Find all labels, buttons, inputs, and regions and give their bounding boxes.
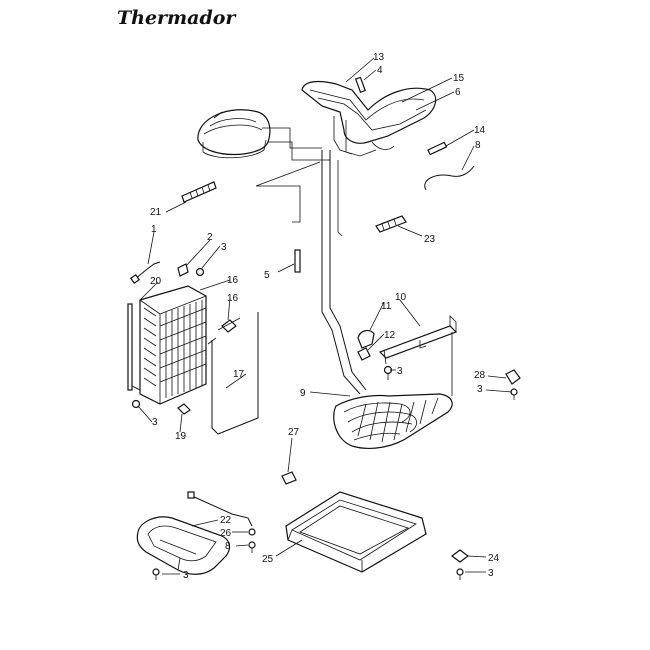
- callout-13: 13: [373, 52, 385, 63]
- callout-3-tray: 3: [183, 570, 189, 581]
- callout-9: 9: [300, 388, 306, 399]
- bracket-part-10: [378, 315, 458, 396]
- tubing-assembly: [301, 80, 437, 157]
- clip-part-2: [177, 263, 189, 277]
- compressor: [197, 109, 271, 159]
- screw-part-3f: [456, 568, 464, 580]
- callout-6: 6: [455, 87, 461, 98]
- screw-part-21: [181, 181, 217, 203]
- screw-part-3d: [510, 388, 518, 400]
- pin-part-4: [354, 76, 366, 94]
- callout-10: 10: [395, 292, 407, 303]
- rod-part-14: [427, 141, 448, 156]
- drain-pan-part-25: [285, 491, 427, 573]
- callout-3-top: 3: [221, 242, 227, 253]
- sensor-part-1: [133, 261, 161, 281]
- pin-part-5: [294, 249, 301, 273]
- defrost-heater-part-17: [211, 312, 259, 435]
- callout-23: 23: [424, 234, 436, 245]
- clip-part-12: [357, 347, 371, 361]
- drain-tray-part-22: [136, 516, 231, 575]
- leader-lines: [137, 57, 513, 575]
- callout-26: 26: [220, 528, 232, 539]
- block-part-27: [281, 471, 297, 485]
- callout-3-right: 3: [477, 384, 483, 395]
- screw-part-3b: [131, 399, 141, 409]
- callout-8-top: 8: [475, 140, 481, 151]
- brand-logo: Thermador: [117, 7, 237, 29]
- callout-1: 1: [151, 224, 157, 235]
- capillary-line-right: [329, 150, 367, 391]
- refrigerant-line: [255, 127, 330, 223]
- screw-part-8: [248, 541, 256, 553]
- callout-11: 11: [381, 301, 392, 312]
- callout-27: 27: [288, 427, 300, 438]
- callout-4: 4: [377, 65, 383, 76]
- callout-21: 21: [150, 207, 162, 218]
- callout-28: 28: [474, 370, 486, 381]
- callout-8-bottom: 8: [225, 541, 231, 552]
- clip-part-19: [177, 403, 191, 415]
- capillary-line-left: [321, 150, 361, 395]
- callout-16-lower: 16: [227, 293, 239, 304]
- callout-25: 25: [262, 554, 274, 565]
- clip-part-28: [505, 369, 521, 385]
- callout-20: 20: [150, 276, 162, 287]
- evaporator-coil: [127, 285, 207, 405]
- callout-3-left: 3: [152, 417, 158, 428]
- bracket-part-23: [375, 215, 407, 233]
- drain-heater-part-9: [333, 393, 453, 449]
- callout-19: 19: [175, 431, 187, 442]
- callout-24: 24: [488, 553, 500, 564]
- callout-22: 22: [220, 515, 232, 526]
- clip-part-11: [357, 329, 375, 349]
- callout-3-bracket: 3: [397, 366, 403, 377]
- callout-15: 15: [453, 73, 465, 84]
- callout-16-upper: 16: [227, 275, 239, 286]
- tray-wire: [191, 495, 253, 527]
- callout-17: 17: [233, 369, 245, 380]
- clip-part-24: [451, 549, 469, 563]
- callout-5: 5: [264, 270, 270, 281]
- wire-part-8: [424, 165, 475, 191]
- clip-part-26: [248, 528, 256, 536]
- callout-14: 14: [474, 125, 486, 136]
- screw-part-3a: [195, 267, 205, 277]
- screw-part-3c: [383, 365, 393, 380]
- callout-labels: 13 4 15 6 14 8 21 23 1 2 3 5 20 16 16 11…: [150, 52, 500, 581]
- callout-3-bottom-right: 3: [488, 568, 494, 579]
- screw-part-3e: [152, 568, 160, 580]
- clip-part-16: [217, 317, 241, 333]
- callout-2: 2: [207, 232, 213, 243]
- callout-12: 12: [384, 330, 396, 341]
